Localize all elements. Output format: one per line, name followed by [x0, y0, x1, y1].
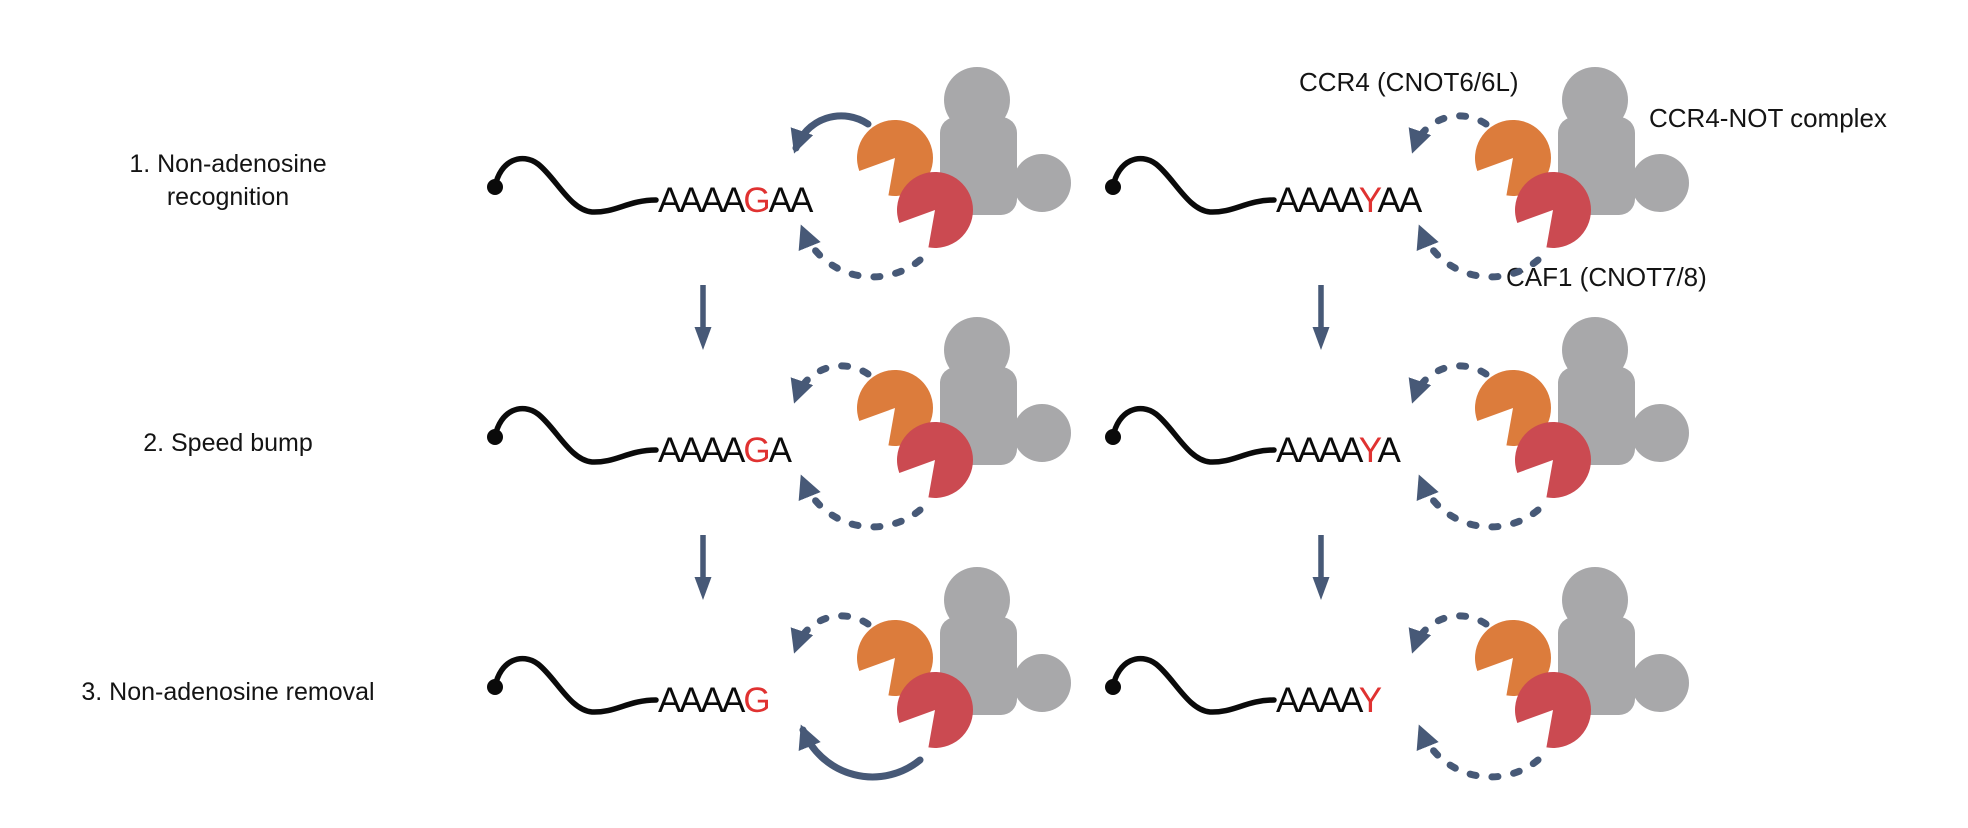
- polya-sequence: AAAAY: [1276, 681, 1382, 720]
- panel-step2-left: AAAAGA: [487, 317, 1071, 531]
- caf1-activity-arrow-icon: [1416, 474, 1542, 531]
- ccr4-activity-arrow-icon: [790, 612, 872, 654]
- down-arrow-icon: [694, 535, 712, 600]
- cnot-complex-icon: [1474, 67, 1689, 248]
- caf1-activity-arrow-icon: [798, 724, 924, 781]
- down-arrow-icon: [1312, 285, 1330, 350]
- mrna-squiggle-icon: [492, 155, 659, 215]
- cnot-complex-icon: [856, 317, 1071, 498]
- down-arrow-icon: [1312, 535, 1330, 600]
- polya-sequence: AAAAYA: [1276, 431, 1402, 470]
- mrna-squiggle-icon: [1110, 655, 1277, 715]
- cnot-complex-icon: [1474, 567, 1689, 748]
- panel-step2-right: AAAAYA: [1105, 317, 1689, 531]
- cnot-complex-icon: [856, 567, 1071, 748]
- down-arrow-icon: [694, 285, 712, 350]
- panel-step1-left: AAAAGAA: [487, 67, 1071, 281]
- polya-sequence: AAAAGAA: [658, 181, 814, 220]
- cnot-complex-icon: [1474, 317, 1689, 498]
- step-2-label: 2. Speed bump: [143, 429, 313, 457]
- polya-sequence: AAAAG: [658, 681, 769, 720]
- complex-label: CCR4-NOT complex: [1649, 103, 1887, 133]
- ccr4-label: CCR4 (CNOT6/6L): [1299, 67, 1519, 97]
- mrna-squiggle-icon: [1110, 405, 1277, 465]
- ccr4-activity-arrow-icon: [1408, 612, 1490, 654]
- ccr4-activity-arrow-icon: [790, 362, 872, 404]
- caf1-activity-arrow-icon: [1416, 724, 1542, 781]
- ccr4-activity-arrow-icon: [790, 112, 872, 154]
- panel-step1-right: AAAAYAA: [1105, 67, 1689, 281]
- cnot-complex-icon: [856, 67, 1071, 248]
- ccr4-activity-arrow-icon: [1408, 112, 1490, 154]
- polya-sequence: AAAAYAA: [1276, 181, 1423, 220]
- step-3-label: 3. Non-adenosine removal: [81, 678, 375, 706]
- step-1-label: 1. Non-adenosine recognition: [129, 150, 327, 211]
- mrna-squiggle-icon: [492, 655, 659, 715]
- caf1-label: CAF1 (CNOT7/8): [1506, 262, 1707, 292]
- panel-step3-left: AAAAG: [487, 567, 1071, 781]
- caf1-activity-arrow-icon: [1416, 224, 1542, 281]
- panel-step3-right: AAAAY: [1105, 567, 1689, 781]
- mrna-squiggle-icon: [1110, 155, 1277, 215]
- polya-sequence: AAAAGA: [658, 431, 793, 470]
- caf1-activity-arrow-icon: [798, 224, 924, 281]
- ccr4-activity-arrow-icon: [1408, 362, 1490, 404]
- mrna-squiggle-icon: [492, 405, 659, 465]
- caf1-activity-arrow-icon: [798, 474, 924, 531]
